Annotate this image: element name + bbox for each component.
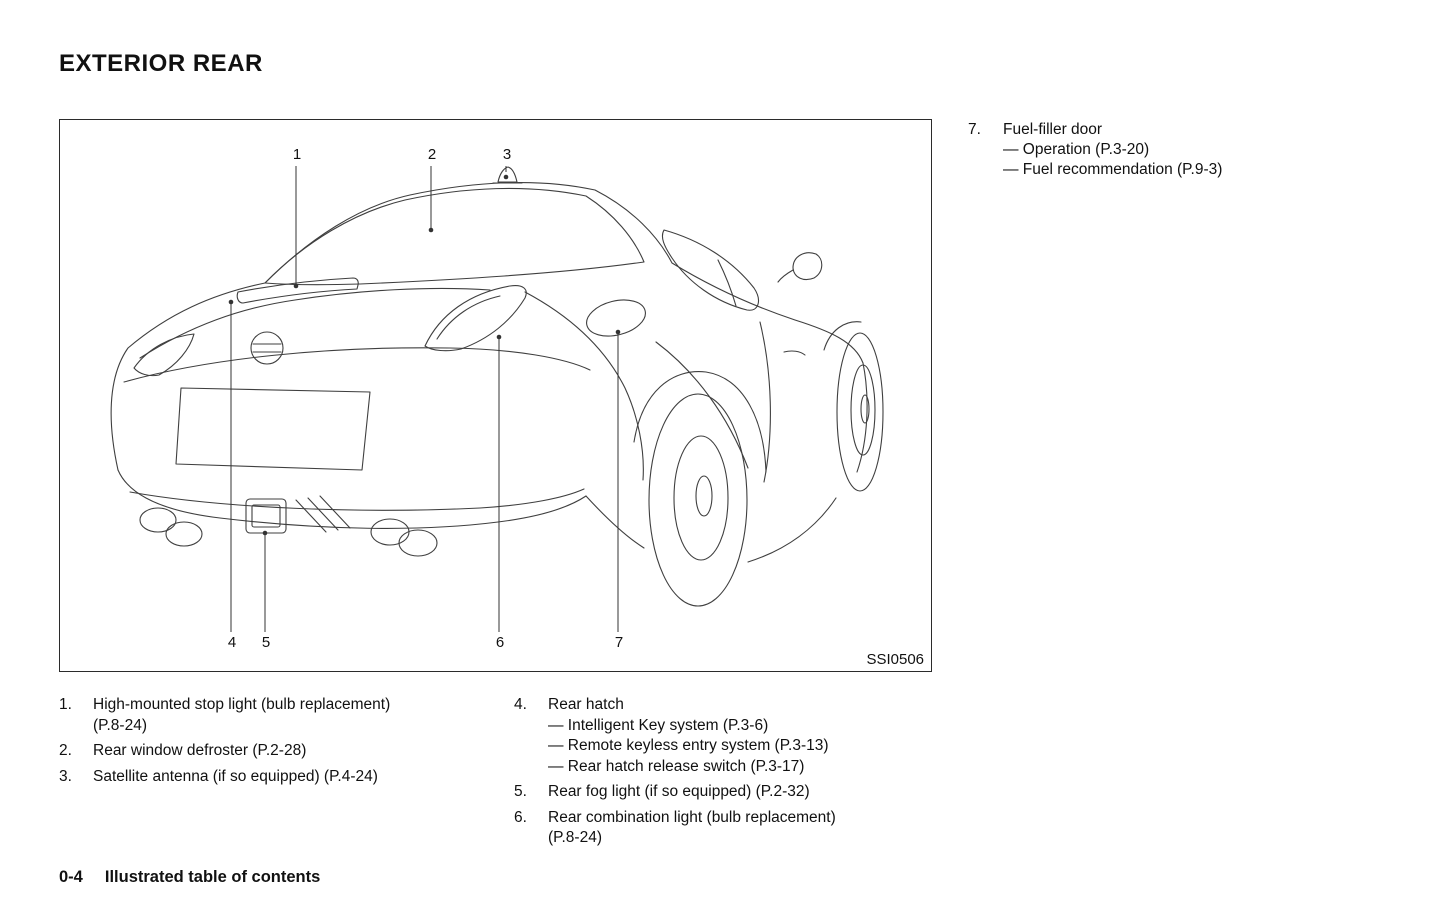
legend-left-column: 1. High-mounted stop light (bulb replace… [59, 695, 504, 792]
legend-item-text: — Fuel recommendation (P.9-3) [1003, 161, 1223, 178]
legend-item-text: Rear combination light (bulb replacement… [548, 808, 836, 826]
page-footer: 0-4 Illustrated table of contents [59, 868, 320, 887]
legend-item-text: (P.8-24) [548, 829, 602, 846]
footer-section-title: Illustrated table of contents [104, 868, 321, 886]
figure-code: SSI0506 [866, 651, 924, 668]
callout-2: 2 [427, 146, 437, 163]
callout-dots [228, 174, 621, 536]
car-illustration [110, 166, 884, 632]
callout-leader-lines [230, 166, 619, 632]
legend-right-column: 4. Rear hatch — Intelligent Key system (… [514, 695, 944, 854]
legend-item-7: 7. Fuel-filler door — Operation (P.3-20)… [968, 120, 1388, 180]
legend-item-text: Fuel-filler door [1003, 121, 1103, 138]
legend-item-text: Rear fog light (if so equipped) (P.2-32) [548, 783, 810, 800]
legend-item-text: Rear hatch [548, 696, 624, 713]
legend-item-text: — Rear hatch release switch (P.3-17) [548, 757, 805, 775]
legend-item-5: 5. Rear fog light (if so equipped) (P.2-… [514, 782, 944, 803]
callout-1: 1 [292, 146, 302, 163]
callout-4: 4 [227, 634, 237, 651]
legend-item-text: — Remote keyless entry system (P.3-13) [548, 737, 829, 754]
callout-5: 5 [261, 634, 271, 651]
legend-item-text: — Intelligent Key system (P.3-6) [548, 716, 769, 734]
legend-item-number: 7. [968, 121, 981, 138]
callout-6: 6 [495, 634, 505, 651]
legend-item-1: 1. High-mounted stop light (bulb replace… [59, 695, 504, 736]
legend-item-text: High-mounted stop light (bulb replacemen… [93, 696, 391, 713]
legend-item-number: 3. [59, 767, 72, 785]
legend-item-number: 5. [514, 783, 527, 800]
legend-item-3: 3. Satellite antenna (if so equipped) (P… [59, 767, 504, 788]
legend-item-2: 2. Rear window defroster (P.2-28) [59, 741, 504, 762]
legend-item-number: 6. [514, 808, 527, 826]
callout-3: 3 [502, 146, 512, 163]
page-title: EXTERIOR REAR [59, 50, 263, 77]
legend-item-text: Rear window defroster (P.2-28) [93, 742, 307, 759]
legend-item-number: 4. [514, 696, 527, 713]
legend-item-6: 6. Rear combination light (bulb replacem… [514, 808, 944, 849]
legend-item-text: — Operation (P.3-20) [1003, 141, 1150, 158]
callout-7: 7 [614, 634, 624, 651]
legend-item-number: 1. [59, 696, 72, 713]
legend-item-4: 4. Rear hatch — Intelligent Key system (… [514, 695, 944, 777]
figure-box: 1 2 3 4 5 6 7 SSI0506 [59, 119, 932, 672]
legend-item-text: (P.8-24) [93, 716, 147, 734]
footer-page-number: 0-4 [59, 868, 83, 886]
legend-item-number: 2. [59, 742, 72, 759]
legend-item-text: Satellite antenna (if so equipped) (P.4-… [93, 767, 378, 785]
